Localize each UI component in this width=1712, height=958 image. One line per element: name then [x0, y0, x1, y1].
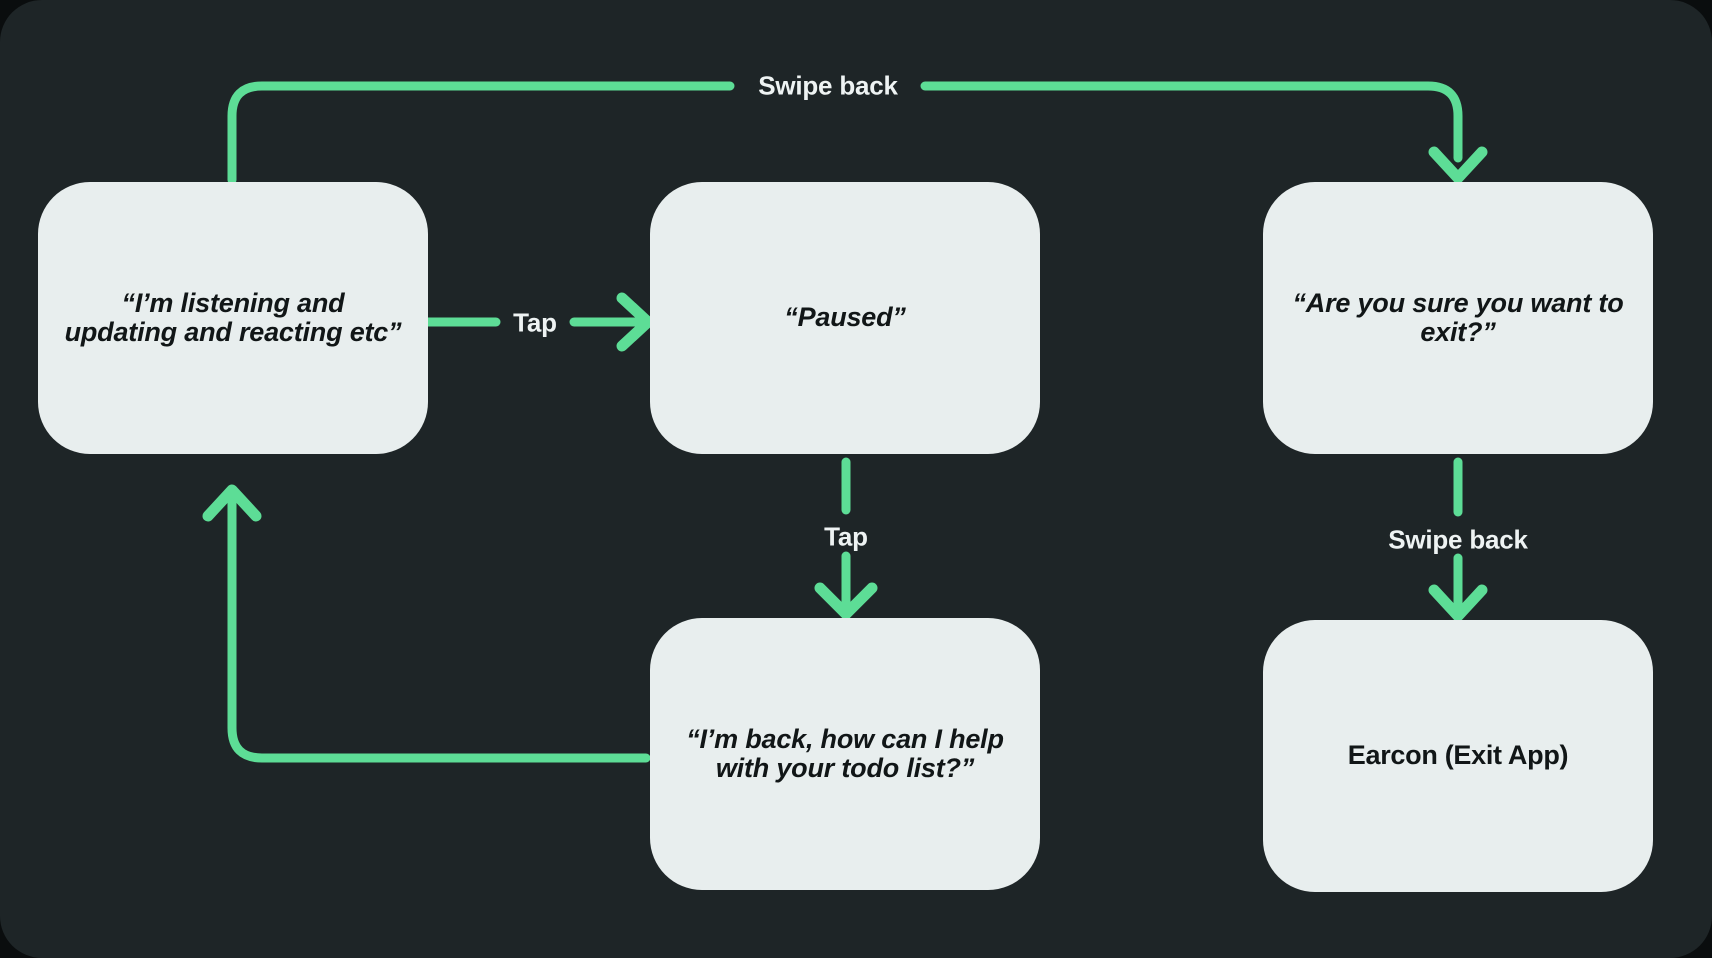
edge-label-swipe-back-confirm-earcon: Swipe back — [1388, 524, 1528, 555]
node-listening-label: “I’m listening and updating and reacting… — [64, 287, 402, 347]
edge-label-tap-paused-imback: Tap — [824, 521, 868, 552]
node-confirm-exit[interactable]: “Are you sure you want to exit?” — [1263, 182, 1653, 454]
node-listening[interactable]: “I’m listening and updating and reacting… — [38, 182, 428, 454]
node-earcon-label: Earcon (Exit App) — [1347, 740, 1569, 771]
edge-label-swipe-back-top: Swipe back — [758, 70, 898, 101]
node-im-back[interactable]: “I’m back, how can I help with your todo… — [650, 618, 1040, 890]
node-confirm-exit-label: “Are you sure you want to exit?” — [1292, 287, 1624, 347]
edge-label-tap-listening-paused: Tap — [513, 307, 557, 338]
node-im-back-label: “I’m back, how can I help with your todo… — [686, 723, 1004, 783]
edge-return-imback-listening — [202, 484, 651, 763]
node-paused[interactable]: “Paused” — [650, 182, 1040, 454]
node-earcon[interactable]: Earcon (Exit App) — [1263, 620, 1653, 892]
node-paused-label: “Paused” — [784, 302, 906, 333]
